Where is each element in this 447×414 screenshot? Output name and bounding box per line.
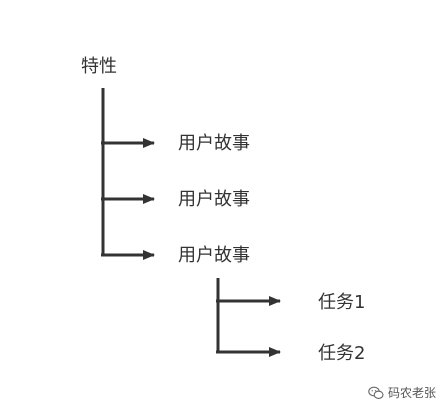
task-node-label-2: 任务2 [318, 343, 366, 364]
wechat-icon [368, 386, 384, 399]
task-node-label-1: 任务1 [318, 292, 366, 313]
root-node-label: 特性 [81, 56, 117, 77]
watermark: 码农老张 [368, 384, 436, 401]
story-node-label-1: 用户故事 [178, 133, 250, 154]
story-node-label-3: 用户故事 [178, 245, 250, 266]
watermark-text: 码农老张 [388, 386, 437, 400]
story-node-label-2: 用户故事 [178, 189, 250, 210]
